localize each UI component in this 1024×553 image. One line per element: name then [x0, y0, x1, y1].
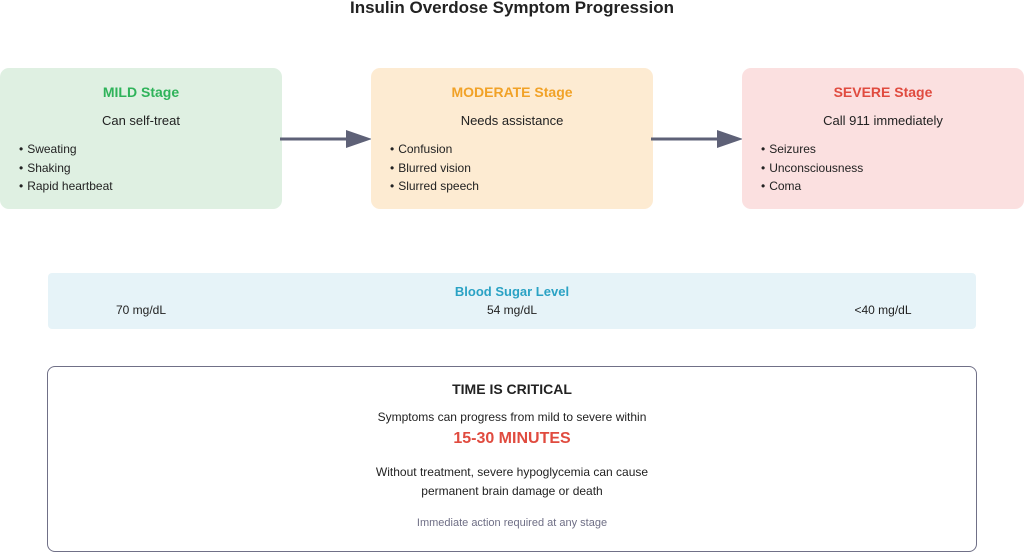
symptom-item: Sweating: [19, 140, 113, 159]
blood-sugar-level-severe: <40 mg/dL: [854, 303, 912, 317]
blood-sugar-title: Blood Sugar Level: [454, 284, 570, 299]
stage-title: MODERATE Stage: [451, 84, 573, 100]
symptom-list: Sweating Shaking Rapid heartbeat: [19, 140, 113, 196]
critical-text: Symptoms can progress from mild to sever…: [377, 410, 647, 424]
stage-box-moderate: MODERATE Stage Needs assistance Confusio…: [371, 68, 653, 209]
critical-highlight: 15-30 MINUTES: [453, 430, 571, 447]
page-title: Insulin Overdose Symptom Progression: [349, 0, 675, 17]
blood-sugar-level-moderate: 54 mg/dL: [486, 303, 538, 317]
symptom-item: Coma: [761, 177, 863, 196]
symptom-item: Confusion: [390, 140, 479, 159]
critical-title: TIME IS CRITICAL: [452, 381, 572, 397]
symptom-item: Shaking: [19, 159, 113, 178]
stage-box-mild: MILD Stage Can self-treat Sweating Shaki…: [0, 68, 282, 209]
symptom-list: Seizures Unconsciousness Coma: [761, 140, 863, 196]
arrow-right-icon: [280, 130, 372, 148]
symptom-item: Slurred speech: [390, 177, 479, 196]
stage-subtitle: Needs assistance: [460, 113, 564, 128]
stage-title: SEVERE Stage: [833, 84, 933, 100]
critical-text: Without treatment, severe hypoglycemia c…: [375, 465, 649, 479]
arrow-right-icon: [651, 130, 743, 148]
symptom-item: Blurred vision: [390, 159, 479, 178]
blood-sugar-level-mild: 70 mg/dL: [115, 303, 167, 317]
stage-title: MILD Stage: [102, 84, 180, 100]
symptom-list: Confusion Blurred vision Slurred speech: [390, 140, 479, 196]
symptom-item: Unconsciousness: [761, 159, 863, 178]
critical-warning-box: TIME IS CRITICAL Symptoms can progress f…: [47, 366, 977, 552]
critical-text: permanent brain damage or death: [421, 484, 603, 498]
symptom-item: Rapid heartbeat: [19, 177, 112, 196]
stage-subtitle: Can self-treat: [101, 113, 181, 128]
stage-subtitle: Call 911 immediately: [823, 113, 943, 128]
critical-footer: Immediate action required at any stage: [416, 517, 608, 529]
symptom-item: Seizures: [761, 140, 863, 159]
blood-sugar-panel: Blood Sugar Level 70 mg/dL 54 mg/dL <40 …: [48, 273, 976, 329]
stage-box-severe: SEVERE Stage Call 911 immediately Seizur…: [742, 68, 1024, 209]
